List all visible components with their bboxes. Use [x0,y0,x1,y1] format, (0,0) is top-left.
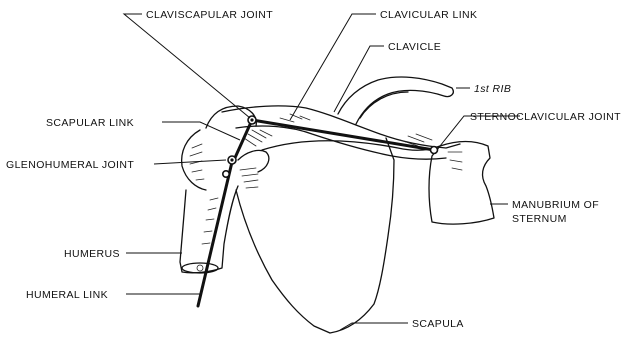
label-sternoclavicular-joint: STERNOCLAVICULAR JOINT [470,111,621,123]
leader-claviscapular-joint [124,14,250,118]
leader-glenohumeral-joint [154,160,226,164]
scapula-outline [236,138,394,333]
labels: CLAVISCAPULAR JOINT CLAVICULAR LINK CLAV… [6,9,621,330]
scapular-link-line [234,120,252,160]
label-claviscapular-joint: CLAVISCAPULAR JOINT [146,9,273,21]
humeral-link-node [223,171,229,177]
scapula-coracoid [238,150,269,172]
humeral-link-line [198,162,232,306]
kinematic-links [198,116,438,306]
first-rib [338,77,453,124]
humerus-cut-end [182,263,218,273]
glenohumeral-joint-dot [230,158,233,161]
label-glenohumeral-joint: GLENOHUMERAL JOINT [6,159,134,171]
sternoclavicular-joint-node [431,147,438,154]
label-scapular-link: SCAPULAR LINK [46,117,134,129]
humerus-medullary [197,265,203,271]
clavicle-outline [222,106,460,148]
label-clavicle: CLAVICLE [388,41,441,53]
label-humerus: HUMERUS [64,248,120,260]
label-clavicular-link: CLAVICULAR LINK [380,9,477,21]
humerus-head [182,130,206,190]
leader-clavicular-link [290,14,376,120]
leader-lines [124,14,520,330]
claviscapular-joint-dot [250,118,253,121]
leader-clavicle [334,46,384,112]
label-first-rib: 1st RIB [474,83,511,95]
label-manubrium-line2: STERNUM [512,213,567,225]
manubrium [429,142,494,225]
label-humeral-link: HUMERAL LINK [26,289,108,301]
leader-scapular-link [162,122,240,140]
anatomy-drawing [180,77,494,333]
label-manubrium-line1: MANUBRIUM OF [512,199,599,211]
label-scapula: SCAPULA [412,318,464,330]
